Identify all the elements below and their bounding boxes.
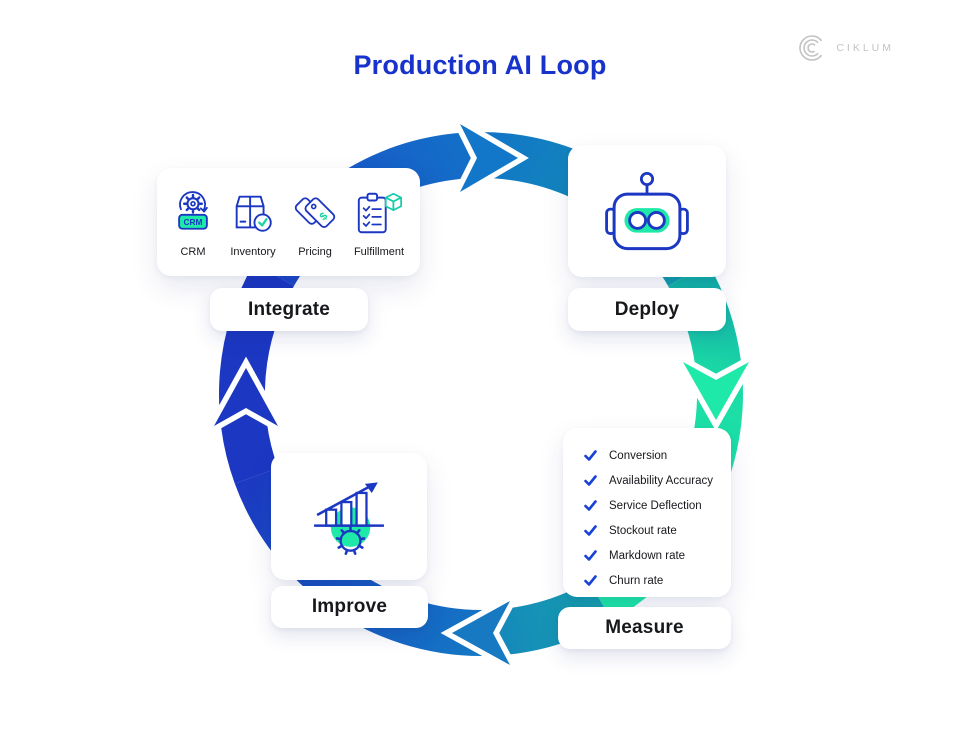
integration-item-fulfillment: Fulfillment: [353, 188, 405, 258]
checkmark-icon: [584, 450, 597, 461]
arrowhead-top-icon: [446, 109, 529, 207]
stage-label-improve: Improve: [271, 586, 428, 628]
crm-gear-icon: CRM: [178, 191, 208, 230]
page-title: Production AI Loop: [353, 50, 607, 80]
metric-row: Churn rate: [584, 568, 721, 593]
integration-label: Fulfillment: [353, 246, 405, 258]
ciklum-logo: CIKLUM: [797, 33, 894, 63]
fulfillment-clipboard-icon: [357, 192, 402, 234]
arrowhead-left-icon: [199, 356, 293, 441]
metric-row: Conversion: [584, 443, 721, 468]
arrowhead-right-icon: [668, 347, 764, 432]
integration-label: Inventory: [230, 246, 276, 258]
metric-row: Stockout rate: [584, 518, 721, 543]
inventory-box-icon: [235, 195, 272, 232]
integration-item-crm: CRM CRM: [172, 188, 214, 258]
metric-row: Markdown rate: [584, 543, 721, 568]
integration-item-pricing: $ Pricing: [292, 188, 338, 258]
arrowhead-bottom-icon: [440, 587, 524, 679]
stage-label-measure: Measure: [558, 607, 731, 649]
checkmark-icon: [584, 575, 597, 586]
metric-row: Availability Accuracy: [584, 468, 721, 493]
measure-card: Conversion Availability Accuracy Service…: [563, 428, 731, 597]
checkmark-icon: [584, 525, 597, 536]
integration-label: Pricing: [298, 246, 332, 258]
growth-chart-gear-icon: [314, 482, 384, 555]
arc-measure-to-bottom: [481, 581, 612, 656]
stage-label-deploy: Deploy: [568, 288, 726, 331]
metric-row: Service Deflection: [584, 493, 721, 518]
price-tags-icon: $: [294, 197, 336, 229]
ciklum-logo-text: CIKLUM: [836, 42, 894, 54]
improve-card: [271, 453, 427, 580]
ciklum-arcs-icon: [799, 35, 823, 61]
checkmark-icon: [584, 475, 597, 486]
checkmark-icon: [584, 500, 597, 511]
integration-item-inventory: Inventory: [229, 188, 277, 258]
integration-label: CRM: [180, 246, 206, 258]
svg-text:CRM: CRM: [184, 217, 203, 227]
stage-label-integrate: Integrate: [210, 288, 368, 331]
checkmark-icon: [584, 550, 597, 561]
integrate-card: CRM CRM Inventory $: [157, 168, 420, 276]
arc-deploy-to-measure: [589, 263, 744, 621]
deploy-card: [568, 145, 726, 277]
robot-icon: [605, 171, 689, 251]
